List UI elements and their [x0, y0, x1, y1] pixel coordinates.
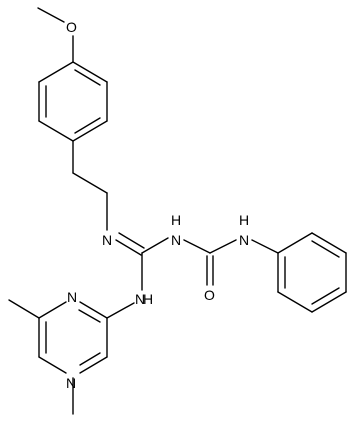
ethyl-linker	[72, 140, 108, 231]
phenyl-ring	[277, 232, 347, 313]
bond-carbonyl-nh	[209, 239, 237, 254]
h-urea-atom: H	[239, 212, 249, 228]
bond-n-carbonyl	[183, 239, 211, 254]
ring3-bond-c4-n3	[79, 356, 108, 374]
ring1-bond-4	[38, 120, 74, 142]
guanidine-core: N H N H N	[102, 212, 181, 307]
ring1-bond-6	[38, 61, 74, 83]
ring1-bond-1	[72, 61, 108, 83]
ring2-double-1	[311, 240, 340, 258]
bond-n-c-double-b	[118, 232, 145, 249]
methoxyphenyl-ring	[38, 61, 108, 142]
ring1-bond-3	[72, 120, 108, 142]
h-guanidine-bottom-atom: H	[143, 291, 153, 307]
o-carbonyl-atom: O	[204, 287, 215, 303]
ring3-bond-c2-n1	[79, 301, 108, 319]
bond-methyl-o	[37, 7, 65, 23]
bond-nh-pyrimidine	[106, 302, 135, 319]
ring2-bond-5	[277, 291, 313, 313]
ring3-bond-c5-c4	[38, 356, 67, 374]
ring2-bond-2	[311, 232, 347, 254]
n-guanidine-top-atom: N	[171, 232, 181, 248]
n-pyrimidine-bottom-atom: N	[66, 375, 76, 391]
bond-n-c-double-a	[115, 239, 142, 256]
methyl-top-bond	[8, 299, 40, 319]
bond-nh-phenyl	[251, 239, 279, 254]
ring1-double-1	[74, 69, 101, 86]
dimethylpyrimidine-ring: N N	[8, 289, 108, 415]
ring2-bond-1	[277, 232, 313, 254]
bond-c-nh-top	[141, 237, 169, 254]
h-guanidine-top-atom: H	[171, 212, 181, 228]
oxygen-methoxy-atom: O	[66, 19, 77, 35]
ring3-double-1	[78, 309, 101, 323]
n-guanidine-bottom-atom: N	[135, 291, 145, 307]
urea-group: O H N	[183, 212, 279, 303]
ring3-double-3	[79, 352, 101, 366]
bond-ch2-ch2	[72, 172, 108, 194]
ring3-bond-n1-c6	[38, 301, 67, 319]
n-imine-atom: N	[102, 232, 112, 248]
ring1-double-2	[74, 117, 101, 134]
n-pyrimidine-top-atom: N	[67, 289, 77, 305]
methoxy-group: O	[37, 7, 77, 63]
n-urea-atom: N	[239, 232, 249, 248]
ring2-bond-4	[311, 291, 347, 313]
ring2-double-2	[311, 287, 340, 305]
